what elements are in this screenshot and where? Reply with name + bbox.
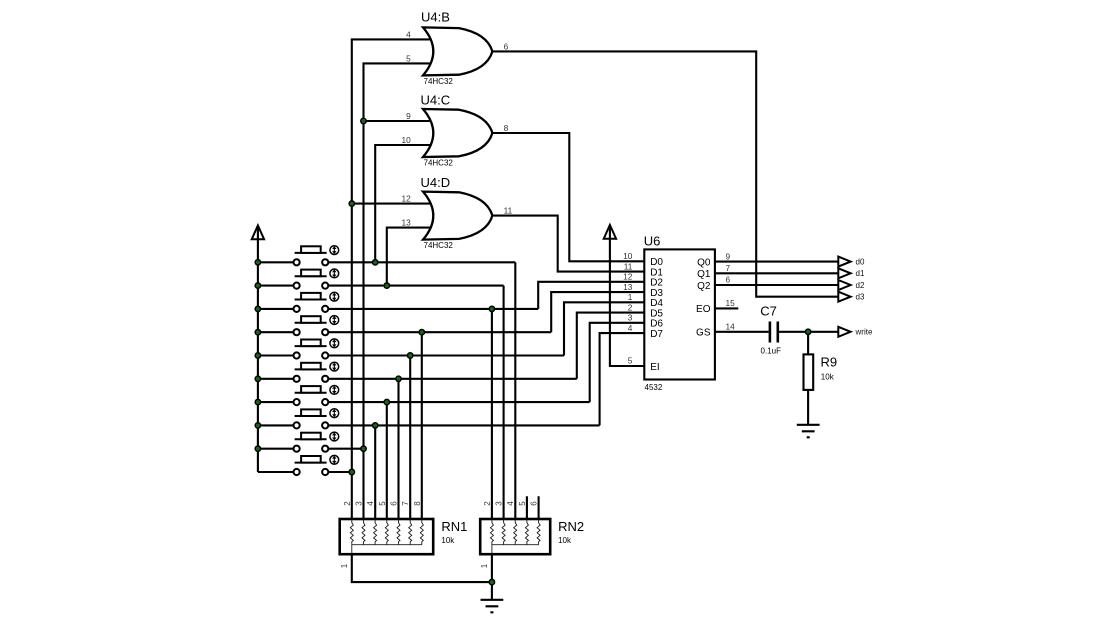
svg-text:11: 11	[624, 261, 633, 271]
svg-text:7: 7	[726, 263, 731, 273]
svg-text:U4:C: U4:C	[421, 93, 451, 108]
svg-text:GS: GS	[696, 328, 711, 339]
svg-text:12: 12	[401, 194, 411, 204]
svg-text:D0: D0	[650, 257, 663, 268]
svg-text:4: 4	[628, 323, 633, 333]
svg-text:5: 5	[406, 53, 411, 63]
svg-text:0.1uF: 0.1uF	[761, 347, 782, 356]
svg-text:14: 14	[726, 322, 736, 332]
svg-text:2: 2	[343, 501, 352, 506]
svg-text:13: 13	[401, 218, 411, 228]
svg-text:U6: U6	[644, 234, 661, 249]
svg-text:4: 4	[506, 501, 515, 506]
svg-text:D4: D4	[650, 298, 663, 309]
svg-text:U4:D: U4:D	[421, 175, 451, 190]
svg-text:D3: D3	[650, 288, 663, 299]
svg-text:EI: EI	[650, 362, 659, 373]
svg-text:RN2: RN2	[558, 519, 584, 534]
svg-text:4: 4	[406, 29, 411, 39]
svg-text:write: write	[855, 328, 873, 337]
svg-text:9: 9	[726, 251, 731, 261]
svg-text:6: 6	[390, 501, 399, 506]
svg-text:1: 1	[480, 563, 489, 568]
svg-text:4: 4	[366, 501, 375, 506]
svg-text:74HC32: 74HC32	[424, 159, 454, 168]
svg-text:13: 13	[623, 282, 633, 292]
svg-text:3: 3	[628, 313, 633, 323]
svg-text:1: 1	[340, 563, 349, 568]
svg-text:D1: D1	[650, 267, 663, 278]
svg-text:2: 2	[483, 501, 492, 506]
svg-text:11: 11	[504, 206, 513, 216]
svg-text:D5: D5	[650, 308, 663, 319]
svg-text:5: 5	[378, 501, 387, 506]
svg-text:74HC32: 74HC32	[424, 241, 454, 250]
svg-text:6: 6	[530, 501, 539, 506]
svg-text:6: 6	[726, 275, 731, 285]
svg-text:5: 5	[628, 356, 633, 366]
svg-text:10k: 10k	[821, 373, 835, 382]
svg-text:1: 1	[628, 292, 633, 302]
svg-text:7: 7	[401, 501, 410, 506]
svg-text:2: 2	[628, 302, 633, 312]
svg-text:Q2: Q2	[697, 281, 711, 292]
svg-text:RN1: RN1	[441, 519, 467, 534]
svg-text:3: 3	[355, 501, 364, 506]
svg-text:6: 6	[504, 41, 509, 51]
svg-text:D2: D2	[650, 278, 663, 289]
svg-text:10: 10	[401, 135, 411, 145]
svg-text:d0: d0	[856, 257, 865, 266]
svg-text:D6: D6	[650, 319, 663, 330]
svg-text:Q0: Q0	[697, 257, 711, 268]
svg-text:8: 8	[413, 501, 422, 506]
svg-text:10: 10	[623, 251, 633, 261]
svg-text:U4:B: U4:B	[421, 10, 450, 25]
svg-text:3: 3	[495, 501, 504, 506]
svg-text:4532: 4532	[645, 383, 663, 392]
svg-text:12: 12	[623, 272, 633, 282]
svg-text:74HC32: 74HC32	[424, 77, 454, 86]
svg-text:EO: EO	[696, 304, 711, 315]
svg-text:15: 15	[726, 298, 736, 308]
svg-text:8: 8	[504, 123, 509, 133]
svg-text:C7: C7	[760, 304, 777, 319]
svg-text:d2: d2	[856, 281, 865, 290]
svg-text:9: 9	[406, 111, 411, 121]
svg-text:10k: 10k	[441, 536, 455, 545]
svg-text:R9: R9	[821, 355, 838, 370]
svg-text:5: 5	[518, 501, 527, 506]
svg-text:d3: d3	[856, 293, 865, 302]
svg-text:10k: 10k	[558, 536, 572, 545]
svg-text:D7: D7	[650, 329, 663, 340]
svg-text:d1: d1	[856, 269, 865, 278]
svg-text:Q1: Q1	[697, 269, 711, 280]
